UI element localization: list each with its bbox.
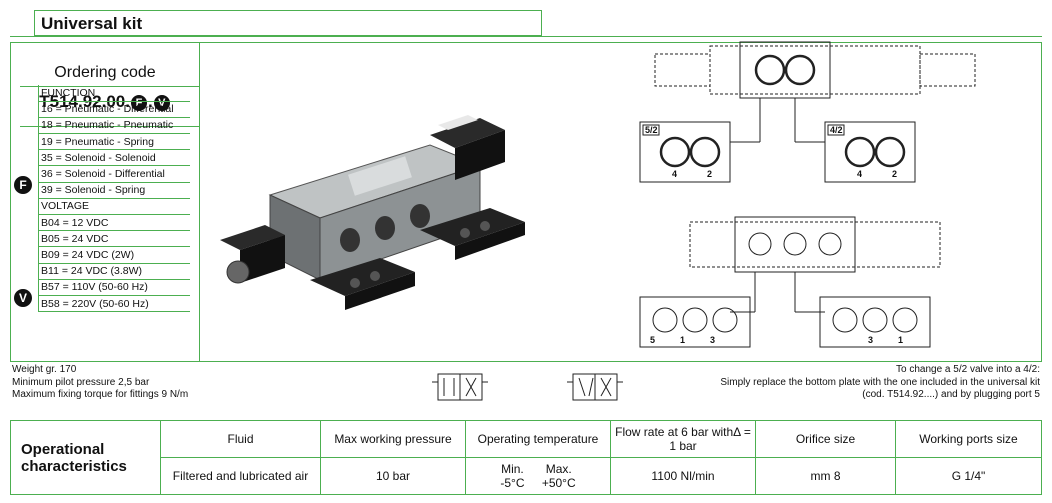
- technical-drawings: 5/2 4/2 4 2 4 2 5 1 3 3 1: [639, 41, 976, 348]
- note-change-title: To change a 5/2 valve into a 4/2:: [896, 364, 1040, 375]
- function-option: 16 = Pneumatic - Differential: [38, 101, 190, 118]
- port-4-label: 4: [672, 169, 677, 179]
- header-flow-rate: Flow rate at 6 bar withΔ = 1 bar: [610, 420, 756, 458]
- operational-title: Operational characteristics: [10, 420, 161, 495]
- table-row: 19 = Pneumatic - Spring: [38, 133, 190, 151]
- table-row: B57 = 110V (50-60 Hz): [38, 279, 190, 296]
- table-row: 39 = Solenoid - Spring: [38, 182, 190, 199]
- voltage-option: B11 = 24 VDC (3.8W): [38, 263, 190, 280]
- port-2-label: 2: [707, 169, 712, 179]
- value-pressure: 10 bar: [320, 457, 466, 495]
- value-orifice: mm 8: [755, 457, 896, 495]
- note-fixing-torque: Maximum fixing torque for fittings 9 N/m: [12, 389, 189, 400]
- table-row: 18 = Pneumatic - Pneumatic: [38, 117, 190, 135]
- table-row: Filtered and lubricated air 10 bar Min. …: [11, 457, 1042, 495]
- note-pilot-pressure: Minimum pilot pressure 2,5 bar: [12, 376, 150, 388]
- function-marker: F: [14, 176, 32, 194]
- temp-min-label: Min.: [501, 462, 524, 476]
- table-row: B11 = 24 VDC (3.8W): [38, 263, 190, 280]
- note-change-line1: Simply replace the bottom plate with the…: [720, 376, 1040, 388]
- table-row: B58 = 220V (50-60 Hz): [38, 295, 190, 313]
- table-row: 35 = Solenoid - Solenoid: [38, 149, 190, 167]
- table-row: 16 = Pneumatic - Differential: [38, 101, 190, 118]
- function-option: 35 = Solenoid - Solenoid: [38, 149, 190, 167]
- value-flow-rate: 1100 Nl/min: [610, 457, 756, 495]
- voltage-option: B04 = 12 VDC: [38, 214, 190, 232]
- function-option: 18 = Pneumatic - Pneumatic: [38, 117, 190, 135]
- title-underline: [10, 36, 1042, 37]
- notes-left: Weight gr. 170 Minimum pilot pressure 2,…: [12, 364, 188, 402]
- note-change-line2: (cod. T514.92....) and by plugging port …: [862, 389, 1040, 400]
- valve-symbol-5-2-icon: [567, 373, 623, 401]
- voltage-option: B09 = 24 VDC (2W): [38, 246, 190, 264]
- header-fluid: Fluid: [160, 420, 321, 458]
- function-option: 19 = Pneumatic - Spring: [38, 133, 190, 151]
- page-title: Universal kit: [41, 14, 143, 33]
- notes-right: To change a 5/2 valve into a 4/2: Simply…: [720, 364, 1040, 402]
- voltage-header: VOLTAGE: [38, 198, 190, 216]
- note-weight: Weight gr. 170: [12, 364, 77, 375]
- operational-characteristics-table: Operational characteristics Fluid Max wo…: [10, 420, 1042, 495]
- header-ports: Working ports size: [895, 420, 1042, 458]
- function-option: 36 = Solenoid - Differential: [38, 165, 190, 183]
- temp-max-value: +50°C: [541, 476, 576, 490]
- table-row: B04 = 12 VDC: [38, 214, 190, 232]
- value-ports: G 1/4": [895, 457, 1042, 495]
- voltage-option: B05 = 24 VDC: [38, 230, 190, 248]
- table-row: B05 = 24 VDC: [38, 230, 190, 248]
- port-1-label: 1: [898, 335, 903, 345]
- table-row: Operational characteristics Fluid Max wo…: [10, 420, 1042, 495]
- product-frame: [10, 42, 1042, 362]
- header-pressure: Max working pressure: [320, 420, 466, 458]
- title-box: Universal kit: [34, 10, 542, 36]
- temp-min-value: -5°C: [500, 476, 525, 490]
- port-1-label: 1: [680, 335, 685, 345]
- table-row: 36 = Solenoid - Differential: [38, 165, 190, 183]
- options-table: FUNCTION 16 = Pneumatic - Differential 1…: [38, 85, 190, 313]
- value-temperature: Min. -5°C Max. +50°C: [465, 457, 611, 495]
- value-fluid: Filtered and lubricated air: [160, 457, 321, 495]
- port-4-label: 4: [857, 169, 862, 179]
- table-row: FUNCTION: [38, 85, 190, 102]
- table-row: VOLTAGE: [38, 198, 190, 216]
- label-5-2: 5/2: [645, 125, 658, 135]
- port-2-label: 2: [892, 169, 897, 179]
- port-3-label: 3: [868, 335, 873, 345]
- voltage-option: B58 = 220V (50-60 Hz): [38, 295, 190, 313]
- header-orifice: Orifice size: [755, 420, 896, 458]
- voltage-marker: V: [14, 289, 32, 307]
- header-temperature: Operating temperature: [465, 420, 611, 458]
- function-option: 39 = Solenoid - Spring: [38, 182, 190, 199]
- valve-symbol-4-2-icon: [432, 373, 488, 401]
- voltage-option: B57 = 110V (50-60 Hz): [38, 279, 190, 296]
- valve-product-photo: [220, 115, 525, 310]
- port-5-label: 5: [650, 335, 655, 345]
- table-row: B09 = 24 VDC (2W): [38, 246, 190, 264]
- temp-max-label: Max.: [545, 462, 572, 476]
- port-3-label: 3: [710, 335, 715, 345]
- ordering-code-label: Ordering code: [54, 64, 156, 81]
- function-header: FUNCTION: [38, 85, 190, 102]
- label-4-2: 4/2: [830, 125, 843, 135]
